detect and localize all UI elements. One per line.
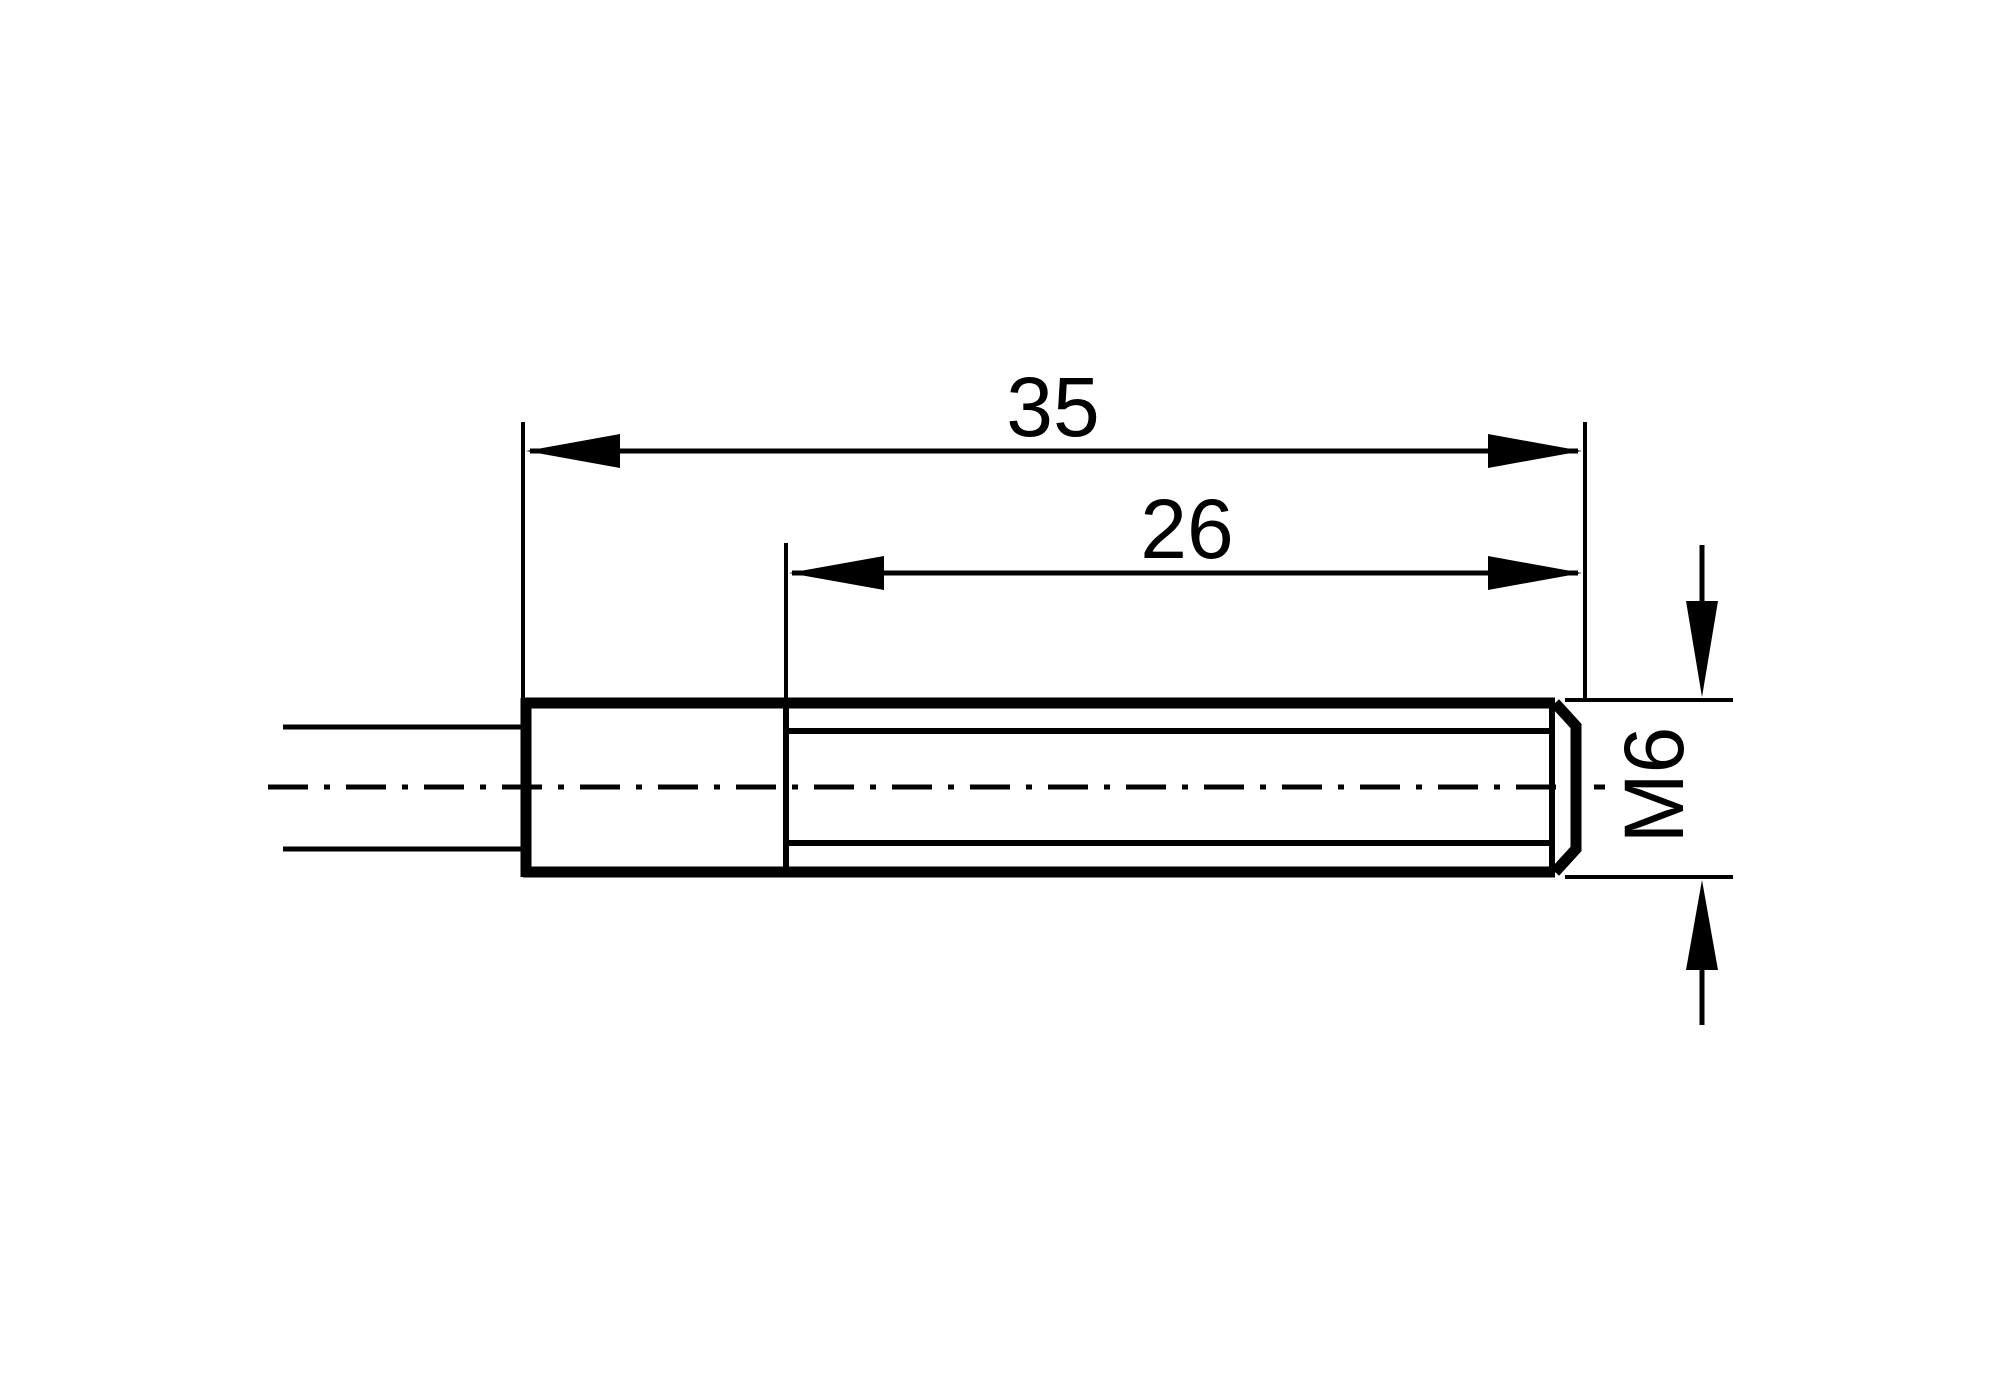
dimension-overall-length: 35 <box>526 360 1582 468</box>
arrowhead-left-icon <box>789 556 884 590</box>
arrowhead-right-icon <box>1488 434 1582 468</box>
dimension-thread-length: 26 <box>789 482 1582 590</box>
thread-size-label: M6 <box>1607 727 1701 844</box>
arrowhead-left-icon <box>526 434 620 468</box>
overall-length-label: 35 <box>1006 360 1099 454</box>
thread-length-label: 26 <box>1140 482 1233 576</box>
cable <box>283 724 525 852</box>
arrowhead-down-icon <box>1686 601 1718 697</box>
arrowhead-up-icon <box>1686 880 1718 970</box>
dimension-thread-size: M6 <box>1607 545 1718 1025</box>
sensor-body <box>520 697 1582 878</box>
extension-lines <box>521 422 1733 879</box>
arrowhead-right-icon <box>1488 556 1582 590</box>
